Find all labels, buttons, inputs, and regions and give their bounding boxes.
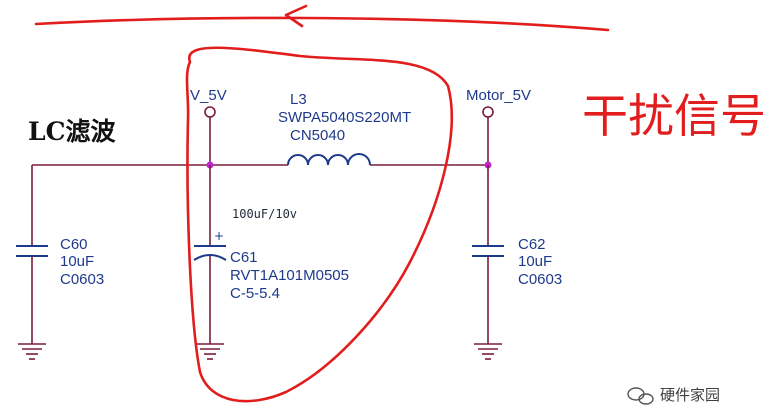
watermark-text: 硬件家园 xyxy=(660,386,720,404)
c61-plate-curved xyxy=(193,254,227,261)
c61-note: 100uF/10v xyxy=(232,207,297,221)
c60-ref: C60 xyxy=(60,236,88,253)
c61-ref: C61 xyxy=(230,249,258,266)
inductor-ref: L3 xyxy=(290,91,307,108)
c62-value: 10uF xyxy=(518,253,552,270)
inductor-part: SWPA5040S220MT xyxy=(278,109,411,126)
ground-icon xyxy=(18,343,46,360)
inductor-l3-icon xyxy=(287,153,371,166)
c61-part: RVT1A101M0505 xyxy=(230,267,349,284)
diagram-title: LC滤波 xyxy=(28,117,116,146)
handwritten-arrow-line xyxy=(34,16,610,32)
c61-package: C-5-5.4 xyxy=(230,285,280,302)
handwritten-arrow-head xyxy=(284,4,308,28)
c62-package: C0603 xyxy=(518,271,562,288)
port-v5v-icon xyxy=(204,106,216,118)
handwritten-annotation: 干扰信号 xyxy=(582,89,764,143)
wechat-icon xyxy=(627,387,654,405)
c60-value: 10uF xyxy=(60,253,94,270)
ground-icon xyxy=(474,343,502,360)
c61-polarity-icon: + xyxy=(214,229,224,243)
inductor-package: CN5040 xyxy=(290,127,345,144)
handwritten-loop xyxy=(185,46,454,403)
net-label-motor-5v: Motor_5V xyxy=(466,87,531,104)
port-motor-5v-icon xyxy=(482,106,494,118)
c60-package: C0603 xyxy=(60,271,104,288)
c62-ref: C62 xyxy=(518,236,546,253)
ground-icon xyxy=(196,343,224,360)
net-label-v5v: V_5V xyxy=(190,87,227,104)
